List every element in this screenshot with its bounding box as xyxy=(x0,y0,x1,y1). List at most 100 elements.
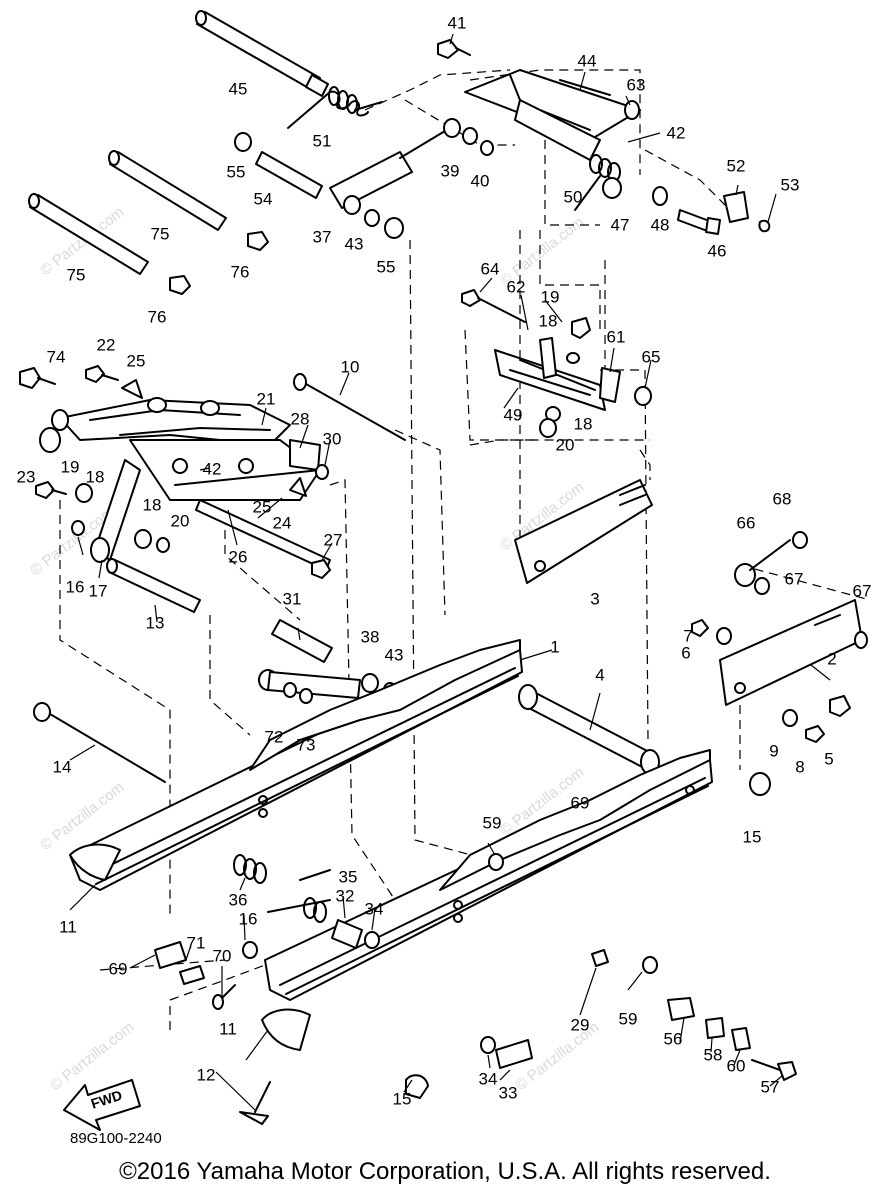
part-label: 59 xyxy=(619,1009,638,1028)
part-label: 25 xyxy=(127,351,146,370)
part-label: 69 xyxy=(571,793,590,812)
part-label: 34 xyxy=(365,899,384,918)
part-label: 18 xyxy=(539,311,558,330)
part-label: 1 xyxy=(550,637,559,656)
part-label: 47 xyxy=(611,215,630,234)
part-label: 53 xyxy=(781,175,800,194)
bolts-left-cluster xyxy=(19,365,331,579)
copyright-notice: ©2016 Yamaha Motor Corporation, U.S.A. A… xyxy=(119,1158,771,1185)
part-label: 8 xyxy=(795,757,804,776)
part-label: 67 xyxy=(853,581,872,600)
part-label: 25 xyxy=(253,497,272,516)
part-label: 20 xyxy=(171,511,190,530)
shaft-75-upper xyxy=(108,150,227,231)
part-label: 75 xyxy=(67,265,86,284)
bolt-10 xyxy=(293,373,406,441)
shaft-75-lower xyxy=(28,193,149,275)
part-label: 3 xyxy=(590,589,599,608)
bolt-14 xyxy=(33,702,166,783)
part-label: 19 xyxy=(541,287,560,306)
part-label: 55 xyxy=(377,257,396,276)
shock-absorber-37-43 xyxy=(329,118,494,227)
part-label: 59 xyxy=(483,813,502,832)
fwd-arrow-icon: FWD xyxy=(63,1079,141,1131)
part-label: 22 xyxy=(97,335,116,354)
part-label: 43 xyxy=(385,645,404,664)
part-label: 49 xyxy=(504,405,523,424)
part-label: 67 xyxy=(785,569,804,588)
part-label: 35 xyxy=(339,867,358,886)
part-label: 5 xyxy=(824,749,833,768)
part-label: 17 xyxy=(89,581,108,600)
plate-2 xyxy=(719,599,863,706)
collars-32-34 xyxy=(331,919,496,1054)
slide-rail-left xyxy=(69,639,523,891)
part-label: 16 xyxy=(66,577,85,596)
part-label: 48 xyxy=(651,215,670,234)
plate-3 xyxy=(514,479,653,584)
part-label: 69 xyxy=(109,959,128,978)
bottom-small-parts xyxy=(154,853,797,1125)
part-label: 6 xyxy=(681,643,690,662)
part-label: 40 xyxy=(471,171,490,190)
part-label: 15 xyxy=(743,827,762,846)
part-label: 33 xyxy=(499,1083,518,1102)
part-label: 11 xyxy=(219,1019,237,1038)
part-label: 71 xyxy=(187,933,206,952)
part-label: 76 xyxy=(148,307,167,326)
part-label: 11 xyxy=(59,917,77,936)
collar-55-54 xyxy=(234,132,404,239)
part-label: 70 xyxy=(213,946,232,965)
part-labels: 1 2 3 4 5 6 7 8 9 10 11 11 12 13 14 15 1… xyxy=(17,13,872,1108)
part-label: 36 xyxy=(229,890,248,909)
part-label: 12 xyxy=(197,1065,216,1084)
part-label: 2 xyxy=(827,649,836,668)
part-label: 34 xyxy=(479,1069,498,1088)
part-label: 13 xyxy=(146,613,165,632)
part-label: 65 xyxy=(642,347,661,366)
part-label: 55 xyxy=(227,162,246,181)
part-label: 39 xyxy=(441,161,460,180)
spring-51 xyxy=(287,86,383,129)
part-label: 23 xyxy=(17,467,36,486)
part-label: 18 xyxy=(574,414,593,433)
part-label: 74 xyxy=(47,347,66,366)
part-label: 20 xyxy=(556,435,575,454)
part-label: 29 xyxy=(571,1015,590,1034)
part-label: 14 xyxy=(53,757,72,776)
part-label: 54 xyxy=(254,189,273,208)
part-label: 62 xyxy=(507,277,526,296)
part-label: 27 xyxy=(324,530,343,549)
part-label: 66 xyxy=(737,513,756,532)
part-label: 38 xyxy=(361,627,380,646)
part-label: 43 xyxy=(345,234,364,253)
part-label: 63 xyxy=(627,75,646,94)
part-label: 7 xyxy=(683,626,692,645)
diagram-code: 89G100-2240 xyxy=(70,1130,162,1147)
springs-35-36 xyxy=(233,854,331,923)
shaft-13 xyxy=(106,558,201,613)
part-label: 46 xyxy=(708,241,727,260)
part-label: 57 xyxy=(761,1077,780,1096)
part-label: 73 xyxy=(297,735,316,754)
part-label: 52 xyxy=(727,156,746,175)
part-label: 21 xyxy=(257,389,276,408)
part-label: 32 xyxy=(336,886,355,905)
part-label: 31 xyxy=(283,589,302,608)
part-label: 41 xyxy=(448,13,467,32)
shaft-45 xyxy=(195,10,329,97)
part-label: 15 xyxy=(393,1089,412,1108)
part-label: 58 xyxy=(704,1045,723,1064)
bolts-right-cluster xyxy=(691,531,868,796)
part-label: 16 xyxy=(239,909,258,928)
leader-lines xyxy=(69,33,831,1111)
spring-50 xyxy=(574,154,621,211)
rear-arm-assembly xyxy=(461,289,652,438)
part-label: 19 xyxy=(61,457,80,476)
part-label: 42 xyxy=(667,123,686,142)
part-label: 72 xyxy=(265,727,284,746)
part-label: 28 xyxy=(291,409,310,428)
part-label: 9 xyxy=(769,741,778,760)
part-label: 18 xyxy=(143,495,162,514)
